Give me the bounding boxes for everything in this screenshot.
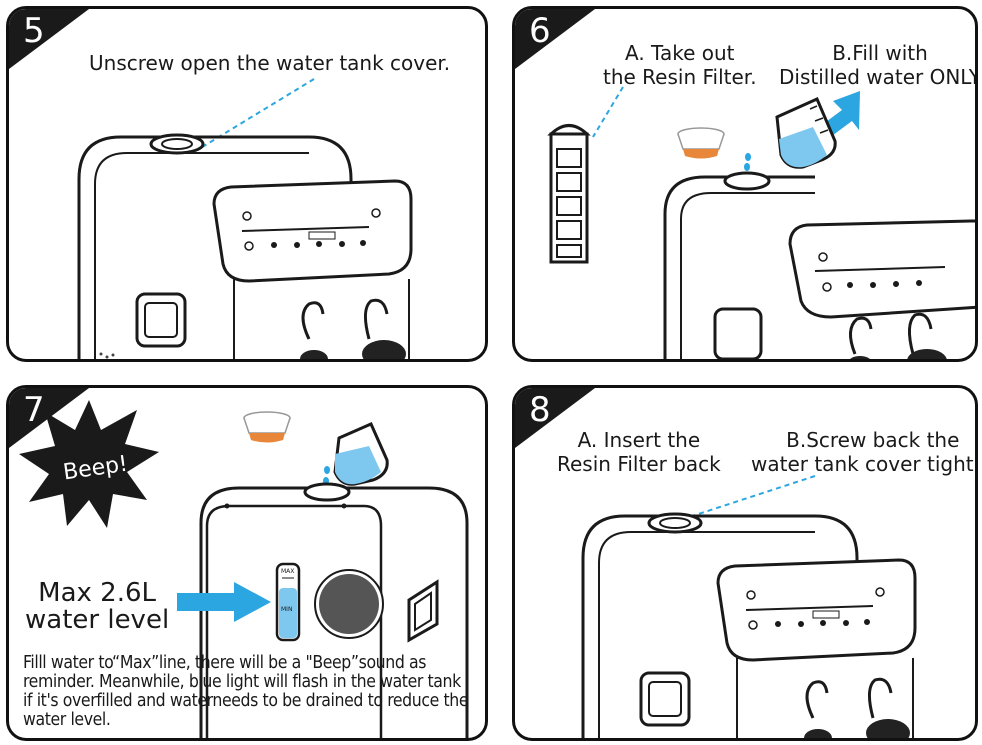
tank-cover-icon — [244, 412, 290, 443]
max-level-line: Max 2.6L — [25, 580, 169, 607]
step-7-panel: 7 Beep! MAX MIN Max 2.6L water level Fil… — [6, 385, 488, 741]
step-number-tab — [9, 9, 89, 69]
caption-line: B.Screw back the — [751, 428, 978, 452]
step-caption-a: A. Insert the Resin Filter back — [557, 428, 721, 476]
step-number-tab — [515, 9, 595, 69]
step-caption-b: B.Fill with Distilled water ONLY — [779, 41, 978, 89]
caption-line: A. Insert the — [557, 428, 721, 452]
measuring-cup-icon — [335, 424, 387, 484]
arrow-icon — [177, 582, 271, 622]
step-8-panel: 8 A. Insert the Resin Filter back B.Scre… — [512, 385, 978, 741]
caption-line: water tank cover tightly. — [751, 452, 978, 476]
step-caption-a: A. Take out the Resin Filter. — [603, 41, 757, 89]
step-6-panel: 6 A. Take out the Resin Filter. B.Fill w… — [512, 6, 978, 362]
step-number-tab — [9, 388, 89, 448]
caption-line: Distilled water ONLY — [779, 65, 978, 89]
speaker-grille-icon — [315, 570, 383, 638]
gauge-max-label: MAX — [281, 568, 294, 575]
tank-cover-icon — [678, 128, 724, 159]
max-level-label: Max 2.6L water level — [25, 580, 169, 634]
max-level-line: water level — [25, 607, 169, 634]
resin-filter-icon — [551, 126, 587, 263]
instruction-text: Filll water to“Max”line, there will be a… — [23, 654, 473, 730]
caption-line: Resin Filter back — [557, 452, 721, 476]
step-caption: Unscrew open the water tank cover. — [89, 51, 450, 75]
step-number: 8 — [529, 390, 551, 430]
caption-line: A. Take out — [603, 41, 757, 65]
caption-line: the Resin Filter. — [603, 65, 757, 89]
gauge-min-label: MIN — [281, 606, 292, 613]
step-number: 6 — [529, 11, 551, 51]
step-caption-b: B.Screw back the water tank cover tightl… — [751, 428, 978, 476]
step-5-panel: 5 Unscrew open the water tank cover. — [6, 6, 488, 362]
measuring-cup-icon — [777, 99, 835, 167]
step-number: 5 — [23, 11, 45, 51]
caption-line: B.Fill with — [779, 41, 978, 65]
step-number: 7 — [23, 390, 45, 430]
